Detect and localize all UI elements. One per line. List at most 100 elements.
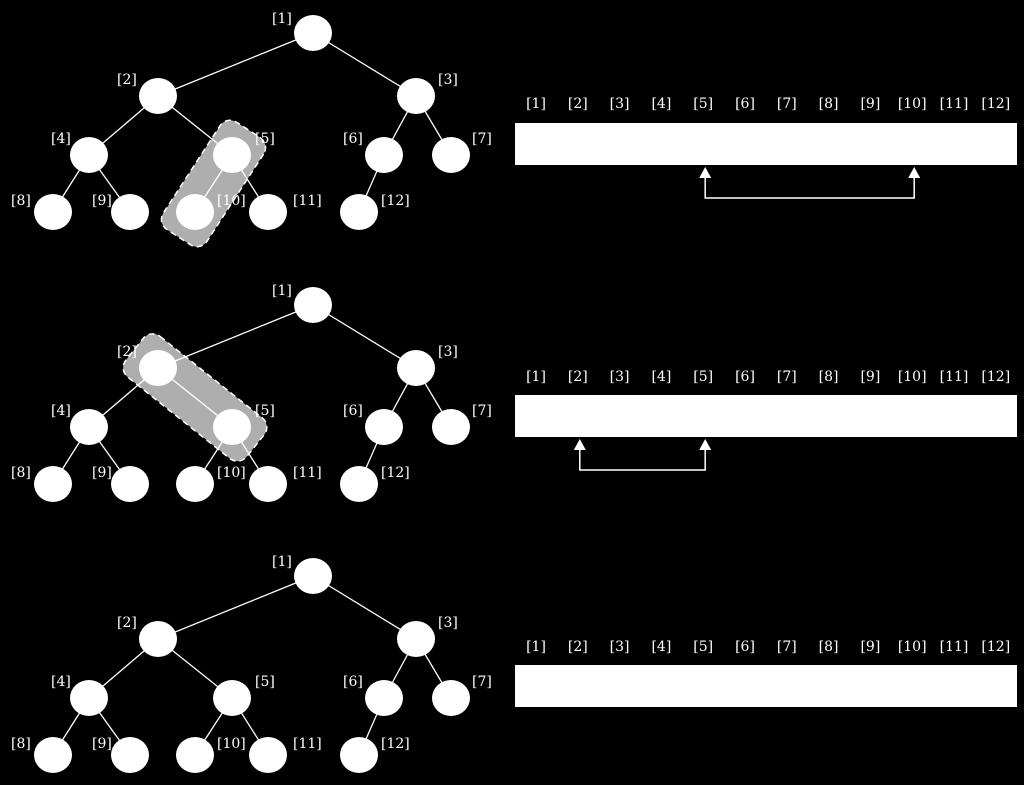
tree-node-label-6: [6]: [343, 131, 363, 147]
array-index-label-11: [11]: [940, 96, 969, 112]
tree-node-1: [294, 15, 332, 51]
array-index-label-3: [3]: [610, 639, 630, 655]
tree-node-label-10: [10]: [217, 193, 246, 209]
tree-node-5: [213, 680, 251, 716]
tree-node-9: [111, 737, 149, 773]
tree-node-12: [340, 737, 378, 773]
tree-node-label-6: [6]: [343, 403, 363, 419]
edge-1-3: [312, 32, 417, 97]
tree-node-label-10: [10]: [217, 465, 246, 481]
array-index-label-10: [10]: [898, 369, 927, 385]
array-bar: [515, 395, 1017, 437]
tree-node-label-11: [11]: [293, 736, 322, 752]
tree-node-12: [340, 194, 378, 230]
array-index-label-1: [1]: [526, 639, 546, 655]
array-index-label-3: [3]: [610, 369, 630, 385]
tree-node-3: [397, 350, 435, 386]
tree-node-label-3: [3]: [438, 344, 458, 360]
edge-1-3: [312, 304, 417, 369]
tree-node-label-3: [3]: [438, 72, 458, 88]
array-index-label-7: [7]: [777, 639, 797, 655]
tree-node-12: [340, 466, 378, 502]
tree-node-label-6: [6]: [343, 674, 363, 690]
tree-node-1: [294, 287, 332, 323]
array-index-label-2: [2]: [568, 369, 588, 385]
array-index-label-8: [8]: [819, 369, 839, 385]
array-index-label-5: [5]: [693, 369, 713, 385]
array-index-label-4: [4]: [651, 96, 671, 112]
tree-node-label-7: [7]: [472, 403, 492, 419]
edge-1-2: [157, 575, 314, 640]
array-index-label-9: [9]: [860, 369, 880, 385]
tree-node-label-8: [8]: [11, 736, 31, 752]
array-index-label-2: [2]: [568, 96, 588, 112]
tree-node-5: [213, 137, 251, 173]
tree-node-label-12: [12]: [381, 193, 410, 209]
tree-node-10: [176, 466, 214, 502]
tree-node-label-8: [8]: [11, 465, 31, 481]
array-bar: [515, 123, 1017, 165]
tree-node-label-2: [2]: [117, 72, 137, 88]
array-index-label-12: [12]: [981, 639, 1010, 655]
edge-1-2: [157, 32, 314, 97]
tree-node-label-12: [12]: [381, 465, 410, 481]
tree-node-7: [432, 409, 470, 445]
tree-node-7: [432, 680, 470, 716]
tree-node-label-11: [11]: [293, 465, 322, 481]
tree-node-11: [249, 466, 287, 502]
swap-arrow: [704, 177, 915, 199]
array-index-label-5: [5]: [693, 639, 713, 655]
panel-step-1: [1][2][3][4][5][6][7][8][9][10][11][12][…: [11, 11, 1017, 248]
array-index-label-9: [9]: [860, 96, 880, 112]
tree-node-10: [176, 194, 214, 230]
tree-node-6: [365, 137, 403, 173]
tree-node-label-1: [1]: [272, 554, 292, 570]
array-index-label-6: [6]: [735, 639, 755, 655]
edge-1-3: [312, 575, 417, 640]
tree-node-4: [70, 680, 108, 716]
array-index-label-4: [4]: [651, 639, 671, 655]
tree-node-label-4: [4]: [51, 131, 71, 147]
array-bar: [515, 665, 1017, 707]
tree-node-4: [70, 409, 108, 445]
tree-node-8: [34, 737, 72, 773]
array-index-label-8: [8]: [819, 639, 839, 655]
tree-node-label-4: [4]: [51, 674, 71, 690]
tree-node-2: [139, 78, 177, 114]
tree-node-label-7: [7]: [472, 131, 492, 147]
array-index-label-6: [6]: [735, 96, 755, 112]
tree-node-label-9: [9]: [92, 193, 112, 209]
panel-step-3: [1] [2] [3] [4] [5] [6] [7] [8] [9] [10] [11] [12] […: [11, 554, 1017, 773]
tree-node-label-8: [8]: [11, 193, 31, 209]
tree-node-5: [213, 409, 251, 445]
array-index-label-2: [2]: [568, 639, 588, 655]
array-index-label-1: [1]: [526, 369, 546, 385]
array-index-label-4: [4]: [651, 369, 671, 385]
tree-node-3: [397, 621, 435, 657]
tree-node-11: [249, 194, 287, 230]
tree-node-label-5: [5]: [255, 674, 275, 690]
array-index-label-12: [12]: [981, 369, 1010, 385]
tree-node-6: [365, 409, 403, 445]
tree-node-label-5: [5]: [255, 403, 275, 419]
array-index-label-6: [6]: [735, 369, 755, 385]
array-index-label-10: [10]: [898, 96, 927, 112]
tree-node-label-4: [4]: [51, 403, 71, 419]
array-index-label-12: [12]: [981, 96, 1010, 112]
tree-node-9: [111, 194, 149, 230]
tree-node-label-12: [12]: [381, 736, 410, 752]
tree-node-3: [397, 78, 435, 114]
tree-node-9: [111, 466, 149, 502]
array-index-label-7: [7]: [777, 96, 797, 112]
arrowhead-left: [573, 439, 586, 450]
arrowhead-right: [699, 439, 712, 450]
tree-node-label-11: [11]: [293, 193, 322, 209]
array-index-label-1: [1]: [526, 96, 546, 112]
tree-node-8: [34, 466, 72, 502]
tree-node-label-10: [10]: [217, 736, 246, 752]
tree-node-label-9: [9]: [92, 736, 112, 752]
tree-node-label-2: [2]: [117, 615, 137, 631]
panel-step-2: [1] [2] [3] [4] [5] [6] [7] [8] [9] [10] [11] [12] […: [11, 283, 1017, 502]
arrowhead-left: [699, 167, 712, 178]
